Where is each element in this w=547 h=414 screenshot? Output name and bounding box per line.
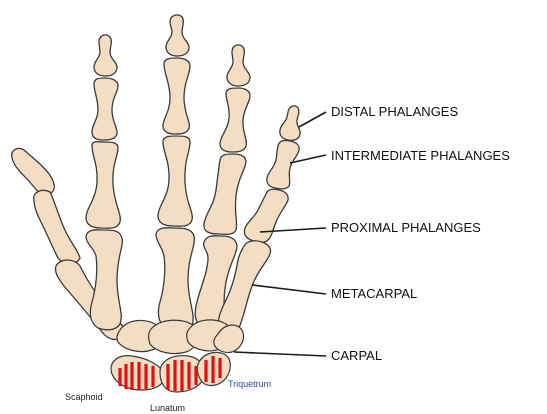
index-intermediate-phalanx bbox=[92, 78, 118, 140]
label-lunatum: Lunatum bbox=[150, 403, 185, 413]
little-intermediate-phalanx bbox=[267, 141, 299, 189]
index-metacarpal bbox=[86, 230, 122, 330]
thumb-distal-phalanx bbox=[12, 148, 55, 195]
middle-finger bbox=[156, 15, 194, 332]
label-metacarpal: METACARPAL bbox=[331, 286, 417, 301]
index-distal-phalanx bbox=[94, 35, 117, 76]
middle-intermediate-phalanx bbox=[163, 58, 190, 134]
callout-line-carpal bbox=[234, 352, 326, 356]
label-scaphoid: Scaphoid bbox=[65, 392, 103, 402]
callout-line-distal bbox=[299, 112, 326, 127]
carpal-bones bbox=[111, 320, 243, 392]
label-intermediate-phalanges: INTERMEDIATE PHALANGES bbox=[331, 148, 510, 163]
label-distal-phalanges: DISTAL PHALANGES bbox=[331, 104, 458, 119]
ring-distal-phalanx bbox=[227, 45, 250, 86]
index-proximal-phalanx bbox=[86, 142, 120, 229]
little-distal-phalanx bbox=[280, 106, 300, 140]
callout-line-metacarpal bbox=[252, 285, 326, 294]
ring-intermediate-phalanx bbox=[220, 88, 250, 152]
label-proximal-phalanges: PROXIMAL PHALANGES bbox=[331, 220, 481, 235]
label-carpal: CARPAL bbox=[331, 348, 382, 363]
label-triquetrum: Triquetrum bbox=[228, 379, 271, 389]
little-proximal-phalanx bbox=[244, 189, 288, 242]
middle-proximal-phalanx bbox=[158, 136, 192, 226]
middle-distal-phalanx bbox=[166, 15, 189, 56]
ring-proximal-phalanx bbox=[204, 154, 246, 234]
thumb-proximal-phalanx bbox=[34, 190, 80, 264]
middle-metacarpal bbox=[156, 228, 194, 332]
